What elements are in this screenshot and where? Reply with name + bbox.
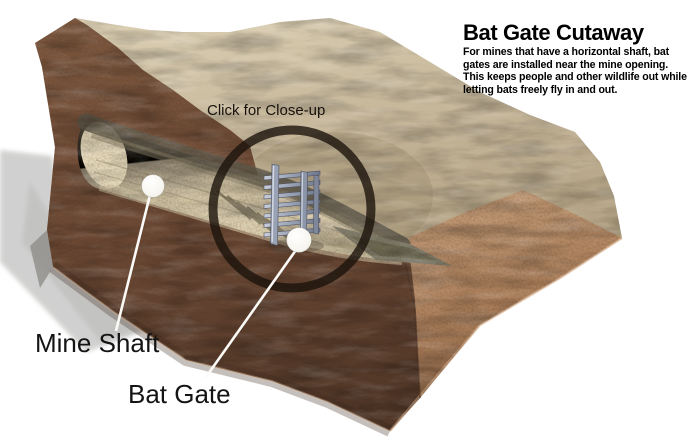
mine-shaft-callout-dot bbox=[141, 174, 165, 198]
mine-shaft-leader-line bbox=[114, 194, 152, 332]
closeup-hint-label[interactable]: Click for Close-up bbox=[207, 102, 326, 119]
bat-gate bbox=[263, 163, 321, 246]
bat-gate-label: Bat Gate bbox=[128, 379, 231, 409]
mine-shaft-label: Mine Shaft bbox=[35, 328, 160, 358]
bat-gate-callout-dot bbox=[286, 227, 312, 253]
gate-far-post bbox=[313, 174, 320, 235]
bat-gate-leader-line bbox=[204, 249, 298, 378]
rock-face-left-shaded bbox=[30, 230, 53, 288]
page-title: Bat Gate Cutaway bbox=[463, 20, 644, 45]
description-text: For mines that have a horizontal shaft, … bbox=[463, 46, 687, 97]
closeup-circle[interactable] bbox=[208, 125, 376, 293]
